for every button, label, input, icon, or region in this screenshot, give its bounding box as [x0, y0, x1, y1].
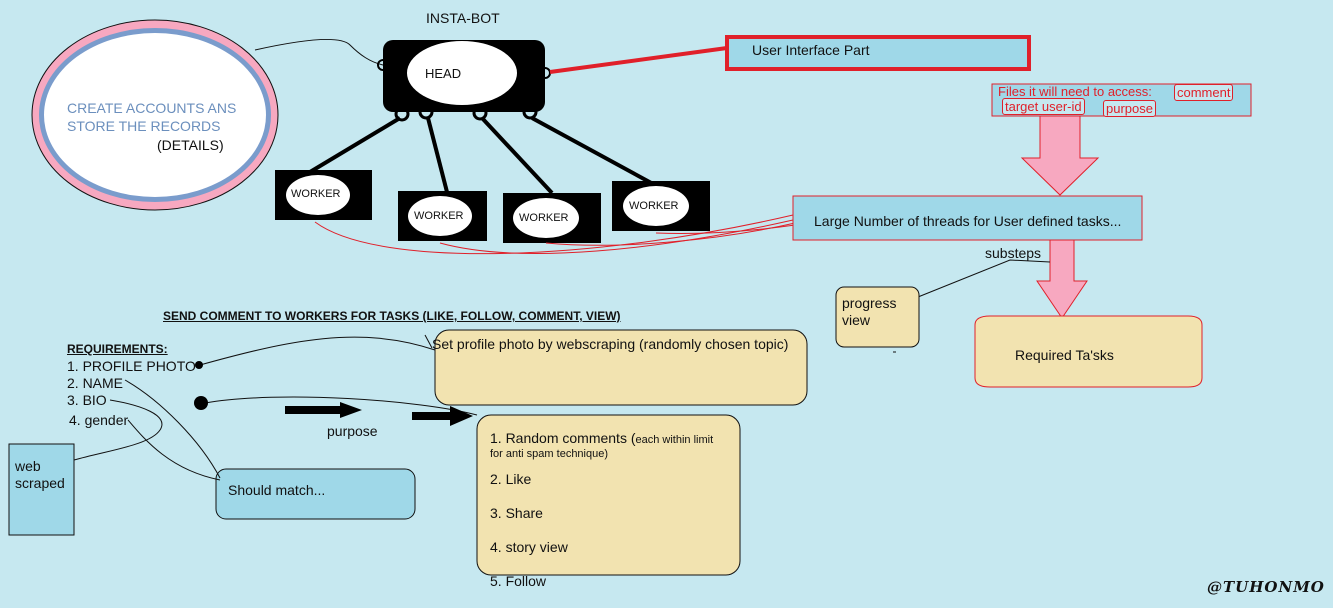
task-item-3: 3. Share [490, 505, 543, 521]
head-ui-connector [549, 46, 728, 74]
send-comment-heading: SEND COMMENT TO WORKERS FOR TASKS (LIKE,… [163, 309, 621, 323]
requirement-name: 2. NAME [67, 375, 124, 391]
worker-label-2: WORKER [414, 210, 464, 222]
files-tag-target-user-id: target user-id [1002, 98, 1085, 115]
substeps-label: substeps [985, 245, 1042, 261]
requirement-gender: 4. gender [69, 412, 129, 428]
pink-arrow-down-1 [1020, 115, 1100, 196]
worker-label-1: WORKER [291, 188, 341, 200]
bio-webscraped-connector [73, 399, 163, 461]
threads-box [792, 195, 1143, 241]
worker-thread-connectors [314, 214, 796, 255]
threads-label: Large Number of threads for User defined… [814, 213, 1122, 229]
task-item-5: 5. Follow [490, 573, 547, 589]
files-tag-purpose: purpose [1103, 100, 1156, 117]
head-label: HEAD [425, 66, 462, 81]
bio-dot [194, 396, 208, 410]
web-scraped-line-2: scraped [15, 475, 65, 491]
web-scraped-line-1: web [15, 458, 41, 474]
accounts-ellipse [31, 19, 279, 211]
should-match-label: Should match... [228, 482, 326, 498]
requirements-heading: REQUIREMENTS: [67, 342, 168, 356]
head-block [377, 40, 551, 122]
progress-line-2: view [842, 312, 871, 328]
tasks-box [476, 414, 741, 576]
substeps-connector [917, 259, 1051, 298]
files-tag-comment: comment [1174, 84, 1234, 101]
required-tasks-box [974, 315, 1203, 388]
worker-boxes [275, 170, 710, 243]
required-tasks-label: Required Ta'sks [1015, 347, 1114, 363]
purpose-label: purpose [327, 423, 378, 439]
ui-part-label: User Interface Part [752, 42, 870, 58]
worker-label-4: WORKER [629, 200, 679, 212]
accounts-details: (DETAILS) [157, 137, 224, 153]
web-scraped-box [8, 443, 75, 536]
requirement-bio: 3. BIO [67, 392, 107, 408]
worker-label-3: WORKER [519, 212, 569, 224]
task-item-1-note-a: each within limit [635, 434, 714, 446]
task-item-1-main: 1. Random comments ( [490, 430, 636, 446]
head-worker-connectors [308, 116, 656, 195]
accounts-line-1: CREATE ACCOUNTS ANS [67, 100, 237, 116]
author-signature: @TUHONMO [1207, 578, 1325, 596]
task-item-4: 4. story view [490, 539, 568, 555]
requirement-profile-photo: 1. PROFILE PHOTO [67, 358, 196, 374]
gender-should-match-connector [127, 419, 221, 481]
photo-connector [199, 336, 436, 366]
pink-arrow-down-2 [1036, 239, 1088, 319]
accounts-line-2: STORE THE RECORDS [67, 118, 221, 134]
purpose-arrow-1 [285, 402, 362, 418]
files-label: Files it will need to access: [998, 84, 1152, 99]
photo-dot [195, 361, 203, 369]
accounts-head-connector [254, 39, 384, 66]
task-item-2: 2. Like [490, 471, 532, 487]
profile-photo-text: Set profile photo by webscraping (random… [432, 336, 789, 352]
ui-part-box [725, 35, 1031, 71]
progress-view-box [835, 286, 920, 348]
should-match-box [215, 468, 416, 520]
diagram-title: INSTA-BOT [426, 10, 500, 26]
task-item-1-note-b: for anti spam technique) [490, 448, 609, 460]
purpose-arrow-2 [412, 406, 473, 426]
profile-photo-box [434, 329, 808, 406]
progress-line-1: progress [842, 295, 897, 311]
task-item-1: 1. Random comments (each within limit [490, 430, 713, 446]
name-should-match-connector [124, 379, 221, 479]
